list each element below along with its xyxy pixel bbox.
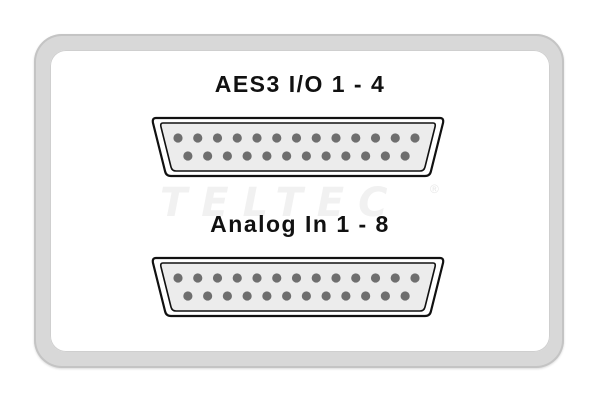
aes3-io-pin-row2	[321, 151, 331, 161]
analog-in-pin-row1	[370, 273, 381, 283]
aes3-io-pin-row1	[351, 133, 361, 143]
aes3-io-pin-row1	[272, 133, 282, 143]
analog-in-pin-row1	[410, 273, 420, 283]
analog-in-pin-row1	[331, 273, 341, 283]
aes3-io-pin-row1	[331, 133, 341, 143]
aes3-io-pin-row2	[262, 151, 272, 161]
aes3-io-pin-row1	[232, 133, 242, 143]
analog-in-pin-row2	[361, 291, 371, 301]
aes3-io-pin-row1	[212, 133, 223, 143]
aes3-io-pin-row1	[370, 133, 381, 143]
aes3-io-label: AES3 I/O 1 - 4	[214, 71, 386, 97]
aes3-io-pin-row2	[400, 151, 410, 161]
watermark-registered-mark: ®	[430, 182, 439, 196]
aes3-io-pin-row2	[361, 151, 371, 161]
aes3-io-pin-row2	[341, 151, 351, 161]
analog-in-pin-row2	[282, 291, 292, 301]
analog-in-pin-row1	[232, 273, 242, 283]
analog-in-pin-row2	[262, 291, 272, 301]
analog-in-pin-row1	[193, 273, 203, 283]
analog-in-pin-row1	[173, 273, 183, 283]
analog-in-pin-row1	[390, 273, 400, 283]
analog-in-pin-row2	[301, 291, 311, 301]
analog-in-pin-row2	[203, 291, 213, 301]
analog-in-socket	[159, 262, 437, 312]
analog-in-pin-row2	[242, 291, 252, 301]
analog-in-pin-row1	[311, 273, 321, 283]
aes3-io-pin-row2	[242, 151, 252, 161]
analog-in-pin-row1	[252, 273, 262, 283]
analog-in-db25-connector[interactable]	[151, 256, 445, 318]
watermark-text: TELTEC	[160, 180, 402, 226]
aes3-io-pin-row1	[193, 133, 203, 143]
aes3-io-pin-row2	[222, 151, 232, 161]
analog-in-pin-row1	[291, 273, 302, 283]
aes3-io-pin-row2	[301, 151, 311, 161]
analog-in-pin-row2	[341, 291, 351, 301]
aes3-io-pin-row2	[183, 151, 193, 161]
analog-in-pin-row2	[222, 291, 232, 301]
aes3-io-db25-connector[interactable]	[151, 116, 445, 178]
aes3-io-pin-row2	[203, 151, 213, 161]
analog-in-pin-row2	[380, 291, 390, 301]
analog-in-pin-row2	[400, 291, 410, 301]
aes3-io-pin-row2	[380, 151, 390, 161]
analog-in-pin-row1	[351, 273, 361, 283]
aes3-io-pin-row1	[252, 133, 262, 143]
aes3-io-pin-row2	[282, 151, 292, 161]
analog-in-pin-row2	[183, 291, 193, 301]
analog-in-pin-row1	[272, 273, 282, 283]
aes3-io-pin-row1	[410, 133, 420, 143]
analog-in-pin-row2	[321, 291, 331, 301]
analog-in-pin-row1	[212, 273, 223, 283]
aes3-io-pin-row1	[311, 133, 321, 143]
analog-in-label: Analog In 1 - 8	[210, 211, 390, 237]
aes3-io-pin-row1	[390, 133, 400, 143]
aes3-io-pin-row1	[291, 133, 302, 143]
aes3-io-pin-row1	[173, 133, 183, 143]
aes3-io-socket	[159, 122, 437, 172]
